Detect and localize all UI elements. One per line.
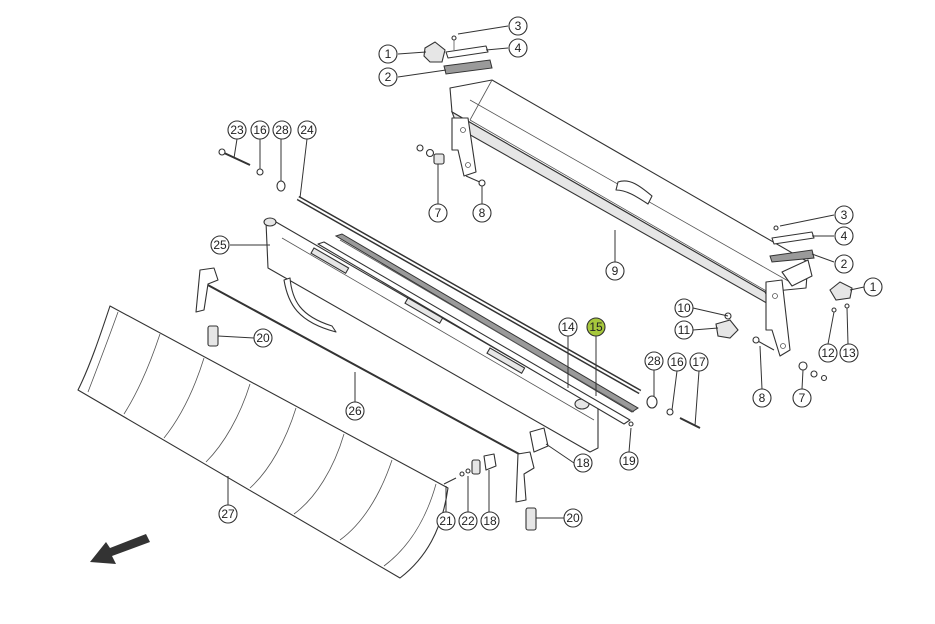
svg-text:4: 4: [515, 41, 522, 55]
svg-text:8: 8: [759, 391, 766, 405]
callout-9: 9: [605, 261, 625, 281]
callouts: 1 2 3 4 3 4 2 1 7 8 9 10 11 12 13 8 7 23…: [210, 16, 883, 531]
callout-4: 4: [508, 38, 528, 58]
callout-2: 2: [378, 67, 398, 87]
svg-text:4: 4: [841, 229, 848, 243]
callout-16: 16: [667, 352, 687, 372]
svg-text:2: 2: [841, 257, 848, 271]
callout-8: 8: [752, 388, 772, 408]
svg-text:24: 24: [300, 123, 314, 137]
curved-cover: [77, 305, 449, 579]
rod-and-hooks: [195, 267, 634, 531]
svg-text:22: 22: [461, 514, 475, 528]
callout-21: 21: [436, 511, 456, 531]
callout-4: 4: [834, 226, 854, 246]
svg-text:7: 7: [799, 391, 806, 405]
svg-text:18: 18: [483, 514, 497, 528]
callout-26: 26: [345, 401, 365, 421]
direction-arrow: [90, 534, 150, 564]
callout-28: 28: [272, 120, 292, 140]
callout-20: 20: [563, 508, 583, 528]
svg-text:9: 9: [612, 264, 619, 278]
callout-22: 22: [458, 511, 478, 531]
svg-text:13: 13: [842, 346, 856, 360]
callout-27: 27: [218, 504, 238, 524]
svg-text:10: 10: [677, 301, 691, 315]
svg-text:17: 17: [692, 355, 706, 369]
callout-18: 18: [573, 453, 593, 473]
beam-left-fasteners: [416, 144, 486, 187]
svg-text:3: 3: [841, 208, 848, 222]
callout-25: 25: [210, 235, 230, 255]
callout-1: 1: [863, 277, 883, 297]
svg-text:23: 23: [230, 123, 244, 137]
svg-text:21: 21: [439, 514, 453, 528]
callout-3: 3: [508, 16, 528, 36]
svg-text:16: 16: [670, 355, 684, 369]
svg-text:14: 14: [561, 320, 575, 334]
svg-text:15: 15: [589, 320, 603, 334]
callout-18: 18: [480, 511, 500, 531]
svg-text:28: 28: [275, 123, 289, 137]
svg-text:20: 20: [256, 331, 270, 345]
svg-text:1: 1: [385, 47, 392, 61]
svg-text:7: 7: [435, 206, 442, 220]
callout-16: 16: [250, 120, 270, 140]
svg-text:20: 20: [566, 511, 580, 525]
callout-15: 15: [586, 317, 606, 337]
svg-text:26: 26: [348, 404, 362, 418]
shaft-assembly-top: [218, 148, 642, 395]
callout-2: 2: [834, 254, 854, 274]
svg-text:27: 27: [221, 507, 235, 521]
svg-text:2: 2: [385, 70, 392, 84]
callout-10: 10: [674, 298, 694, 318]
callout-3: 3: [834, 205, 854, 225]
callout-1: 1: [378, 44, 398, 64]
leader-lines: [217, 25, 865, 519]
svg-text:3: 3: [515, 19, 522, 33]
svg-text:19: 19: [622, 454, 636, 468]
callout-20: 20: [253, 328, 273, 348]
callout-28: 28: [644, 351, 664, 371]
callout-19: 19: [619, 451, 639, 471]
top-left-hardware: [423, 35, 493, 75]
callout-11: 11: [674, 320, 694, 340]
svg-text:16: 16: [253, 123, 267, 137]
bottom-fasteners: [443, 453, 497, 485]
callout-14: 14: [558, 317, 578, 337]
callout-13: 13: [839, 343, 859, 363]
callout-24: 24: [297, 120, 317, 140]
svg-text:11: 11: [678, 323, 691, 337]
svg-text:25: 25: [213, 238, 227, 252]
callout-7: 7: [792, 388, 812, 408]
svg-text:28: 28: [647, 354, 661, 368]
beam-right-fasteners: [715, 312, 828, 382]
svg-text:12: 12: [821, 346, 835, 360]
svg-text:8: 8: [479, 206, 486, 220]
rear-beam: [449, 79, 813, 357]
top-right-hardware: [769, 225, 853, 313]
wear-strips: [317, 233, 639, 425]
svg-text:18: 18: [576, 456, 590, 470]
callout-17: 17: [689, 352, 709, 372]
svg-text:1: 1: [870, 280, 877, 294]
callout-12: 12: [818, 343, 838, 363]
callout-23: 23: [227, 120, 247, 140]
callout-7: 7: [428, 203, 448, 223]
right-end-fasteners: [646, 395, 701, 429]
mounting-plate: [263, 217, 599, 453]
callout-8: 8: [472, 203, 492, 223]
